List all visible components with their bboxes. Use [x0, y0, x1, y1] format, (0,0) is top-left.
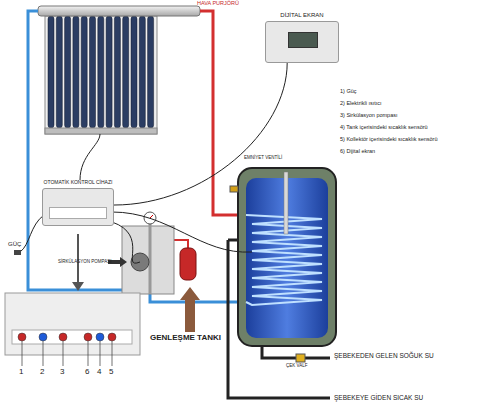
- vacuum-tube: [73, 16, 79, 128]
- collector-header: [38, 6, 200, 16]
- signal-wire: [114, 63, 287, 205]
- callout-number: 5: [109, 368, 113, 377]
- terminal-screw: [39, 333, 47, 341]
- gauge-needle: [150, 215, 153, 218]
- safety-valve: [230, 186, 238, 192]
- node-label: DİJİTAL EKRAN: [265, 12, 339, 19]
- terminal-screw: [18, 333, 26, 341]
- callout-number: 4: [97, 368, 101, 377]
- part-label: HAVA PURJÖRÜ: [197, 0, 239, 6]
- part-label: ŞEBEKEDEN GELEN SOĞUK SU: [334, 352, 434, 359]
- leader-line: [63, 341, 64, 366]
- expansion-pipe: [174, 240, 188, 248]
- pump-wire: [112, 222, 140, 263]
- zoom-arrow: [77, 234, 79, 282]
- controller-box: OTOMATİK KONTROL CİHAZI: [42, 180, 114, 226]
- key-item: 2) Elektrikli ısıtıcı: [340, 100, 382, 106]
- node-label: OTOMATİK KONTROL CİHAZI: [42, 180, 114, 186]
- device-housing: [42, 188, 114, 226]
- device-housing: [265, 21, 339, 63]
- key-item: 4) Tank içerisindeki sıcaklık sensörü: [340, 124, 428, 130]
- leader-line: [43, 341, 44, 366]
- part-label: EMNİYET VENTİLİ: [244, 156, 282, 161]
- expansion-tank: [180, 248, 196, 280]
- leader-line: [112, 341, 113, 366]
- terminal-cover: [49, 207, 107, 219]
- pointer-arrow: [180, 287, 200, 332]
- leader-line: [100, 341, 101, 366]
- terminal-strip: [12, 330, 132, 344]
- storage-tank: [238, 168, 336, 346]
- terminal-screw: [108, 333, 116, 341]
- vacuum-tube: [98, 16, 104, 128]
- callout-number: 6: [85, 368, 89, 377]
- vacuum-tube: [81, 16, 87, 128]
- vacuum-tube: [48, 16, 54, 128]
- part-label: ÇEK VALF: [286, 364, 307, 369]
- collector-rail: [45, 128, 157, 134]
- sensor-wire: [80, 134, 100, 180]
- key-item: 1) Güç: [340, 88, 357, 94]
- key-item: 5) Kollektör içerisindeki sıcaklık sensö…: [340, 136, 438, 142]
- key-item: 3) Sirkülasyon pompası: [340, 112, 397, 118]
- terminals: [18, 333, 116, 366]
- vacuum-tube: [131, 16, 137, 128]
- vacuum-tube: [90, 16, 96, 128]
- callout-number: 2: [40, 368, 44, 377]
- terminal-screw: [96, 333, 104, 341]
- part-label: GENLEŞME TANKI: [150, 334, 221, 343]
- leader-line: [22, 341, 23, 366]
- vacuum-tube: [139, 16, 145, 128]
- terminal-panel: [5, 293, 140, 355]
- display-screen: [288, 32, 318, 48]
- key-item: 6) Dijital ekran: [340, 148, 375, 154]
- terminal-screw: [84, 333, 92, 341]
- leader-line: [88, 341, 89, 366]
- zoom-arrow-head: [72, 282, 84, 291]
- check-valve: [296, 354, 305, 362]
- collector-tubes: [48, 16, 154, 128]
- part-label: SİRKÜLASYON POMPASI: [58, 260, 111, 265]
- display-box: DİJİTAL EKRAN: [265, 12, 339, 63]
- vacuum-tube: [123, 16, 129, 128]
- power-plug: [14, 250, 21, 255]
- terminal-screw: [59, 333, 67, 341]
- vacuum-tube: [56, 16, 62, 128]
- vacuum-tube: [106, 16, 112, 128]
- power-wire: [20, 215, 44, 252]
- cold-return-pipe: [28, 11, 125, 290]
- hot-water-pipe: [228, 240, 330, 398]
- vacuum-tube: [114, 16, 120, 128]
- vacuum-tube: [148, 16, 154, 128]
- callout-number: 1: [19, 368, 23, 377]
- vacuum-tube: [65, 16, 71, 128]
- part-label: ŞEBEKEYE GİDEN SICAK SU: [334, 394, 423, 401]
- part-label: GÜÇ: [8, 241, 21, 248]
- collector-frame: [45, 16, 157, 134]
- electric-heater: [284, 172, 288, 234]
- callout-number: 3: [60, 368, 64, 377]
